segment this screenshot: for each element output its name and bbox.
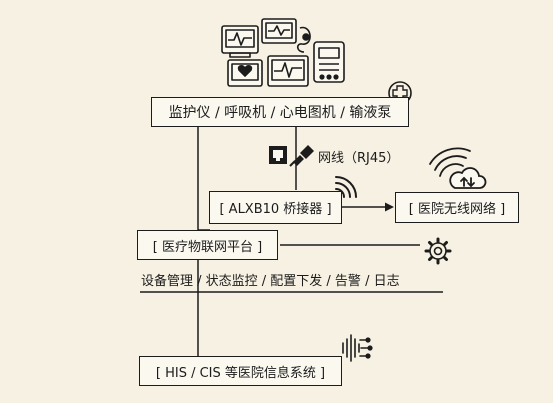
ethernet-port-icon bbox=[269, 146, 287, 164]
his-label: [ HIS / CIS 等医院信息系统 ] bbox=[155, 365, 326, 381]
wireless-node: [ 医院无线网络 ] bbox=[395, 192, 519, 223]
his-node: [ HIS / CIS 等医院信息系统 ] bbox=[139, 356, 342, 386]
medical-devices-icon bbox=[221, 18, 345, 87]
wireless-label: [ 医院无线网络 ] bbox=[408, 202, 506, 217]
ethernet-plug-icon bbox=[289, 145, 314, 167]
wifi-cloud-icon bbox=[429, 147, 487, 189]
cable-label: 网线（RJ45） bbox=[318, 151, 400, 166]
devices-label: 监护仪 / 呼吸机 / 心电图机 / 输液泵 bbox=[168, 105, 392, 121]
iot-platform-node: [ 医疗物联网平台 ] bbox=[137, 230, 278, 260]
arrow-head bbox=[385, 202, 394, 212]
gear-icon bbox=[424, 237, 452, 265]
bridge-node: [ ALXB10 桥接器 ] bbox=[209, 191, 342, 224]
iot-platform-label: [ 医疗物联网平台 ] bbox=[152, 239, 263, 255]
devices-node: 监护仪 / 呼吸机 / 心电图机 / 输液泵 bbox=[151, 97, 409, 127]
data-flow-icon bbox=[342, 334, 373, 362]
functions-label: 设备管理 / 状态监控 / 配置下发 / 告警 / 日志 bbox=[141, 274, 400, 289]
bridge-label: [ ALXB10 桥接器 ] bbox=[219, 202, 332, 217]
